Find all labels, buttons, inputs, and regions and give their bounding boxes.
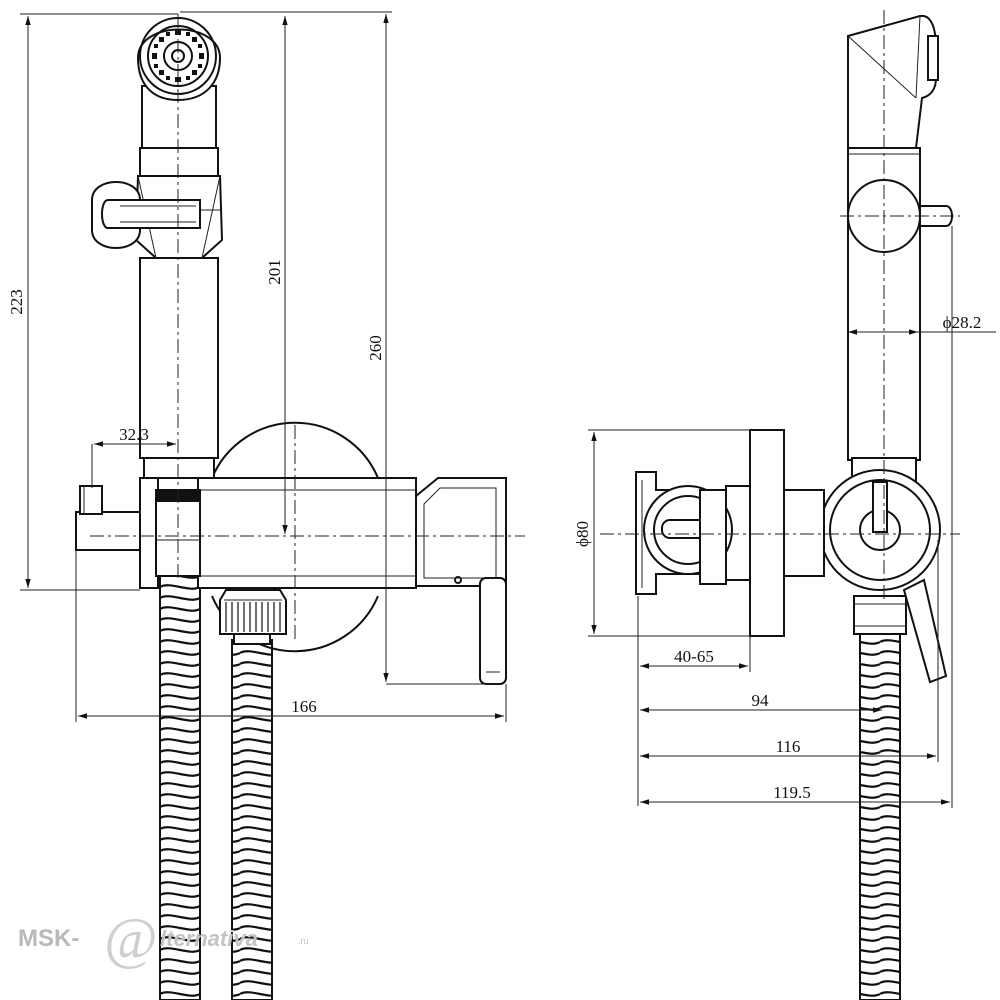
dim-40-65-label: 40-65 [674, 647, 714, 666]
side-view: ϕ28.2 ϕ80 40-65 94 116 [573, 10, 996, 1000]
dim-40-65: 40-65 [637, 596, 751, 806]
watermark: MSK- @ lternativa .ru [18, 906, 309, 971]
hose-side [859, 609, 901, 1000]
front-view: 223 201 260 32.3 166 [7, 11, 525, 1000]
dim-94: 94 [640, 691, 882, 713]
dim-119-5-label: 119.5 [773, 783, 811, 802]
side-centerlines [600, 10, 960, 600]
valve-body [197, 477, 507, 589]
dim-223-label: 223 [7, 289, 26, 315]
watermark-name: lternativa [160, 926, 258, 951]
dim-201: 201 [265, 16, 288, 534]
dim-32-3-label: 32.3 [119, 425, 149, 444]
dim-166: 166 [75, 550, 507, 722]
watermark-at: @ [104, 906, 157, 971]
outlet-connector [219, 589, 287, 645]
dim-260: 260 [180, 11, 500, 685]
dim-80-label: ϕ80 [573, 521, 592, 547]
dim-201-label: 201 [265, 259, 284, 285]
front-centerlines [90, 14, 525, 640]
watermark-prefix: MSK- [18, 925, 79, 952]
valve-side [635, 429, 825, 637]
dim-80: ϕ80 [573, 429, 750, 637]
dim-119-5: 119.5 [640, 226, 953, 808]
dim-116-label: 116 [776, 737, 801, 756]
dim-32-3: 32.3 [91, 425, 176, 488]
holder-bracket [75, 477, 201, 589]
dim-223: 223 [7, 13, 178, 591]
dim-116: 116 [640, 540, 939, 762]
dim-260-label: 260 [366, 335, 385, 361]
dim-28-2-label: ϕ28.2 [943, 313, 982, 332]
dim-166-label: 166 [291, 697, 317, 716]
dim-94-label: 94 [752, 691, 770, 710]
shower-head-side [847, 14, 953, 487]
lever-handle [479, 577, 507, 685]
shower-head-front [91, 17, 224, 479]
hose-left [159, 574, 201, 1000]
watermark-tld: .ru [298, 936, 309, 946]
